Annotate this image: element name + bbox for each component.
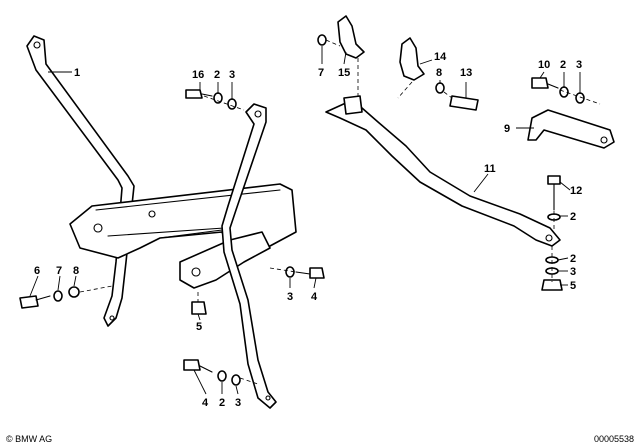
callout-2: 2: [219, 397, 225, 409]
callout-5: 5: [196, 321, 202, 333]
strap-part-1: [26, 35, 135, 327]
clamp-part-14: [399, 37, 425, 81]
assembly-lines: [79, 39, 601, 385]
center-mount-bracket: [69, 183, 297, 289]
strut-part-11: [325, 95, 561, 247]
callout-16: 16: [192, 69, 204, 81]
brand-name: BMW AG: [15, 434, 53, 444]
callout-5: 5: [570, 280, 576, 292]
callout-2: 2: [214, 69, 220, 81]
bracket-part-9: [527, 109, 615, 149]
callout-7: 7: [318, 67, 324, 79]
callout-3: 3: [287, 291, 293, 303]
callout-13: 13: [460, 67, 472, 79]
hardware-left: [19, 286, 80, 309]
callout-7: 7: [56, 265, 62, 277]
callout-3: 3: [229, 69, 235, 81]
callout-2: 2: [570, 253, 576, 265]
strap-middle: [221, 103, 277, 409]
brand-footer: © BMW AG: [6, 434, 53, 444]
leader-lines: [29, 46, 581, 395]
callout-3: 3: [235, 397, 241, 409]
callout-4: 4: [311, 291, 318, 303]
hardware-middle: [191, 266, 325, 315]
callout-labels: 1 16 2 3 7 15 14 8 13 10 2 3 9 11 12 2 2…: [34, 51, 582, 409]
hardware-bottom: [183, 359, 241, 386]
callout-8: 8: [436, 67, 442, 79]
callout-15: 15: [338, 67, 350, 79]
image-number: 00005538: [593, 434, 634, 444]
clamp-part-15: [337, 15, 365, 59]
callout-14: 14: [434, 51, 447, 63]
hardware-top-left: [185, 89, 237, 110]
callout-1: 1: [74, 67, 80, 79]
callout-11: 11: [484, 163, 496, 175]
callout-2: 2: [570, 211, 576, 223]
callout-6: 6: [34, 265, 40, 277]
callout-12: 12: [570, 185, 582, 197]
callout-3: 3: [576, 59, 582, 71]
callout-2: 2: [560, 59, 566, 71]
callout-4: 4: [202, 397, 209, 409]
callout-8: 8: [73, 265, 79, 277]
callout-9: 9: [504, 123, 510, 135]
callout-3: 3: [570, 266, 576, 278]
hardware-top-right: [531, 77, 585, 104]
callout-10: 10: [538, 59, 550, 71]
hardware-top-centre: [317, 34, 479, 111]
